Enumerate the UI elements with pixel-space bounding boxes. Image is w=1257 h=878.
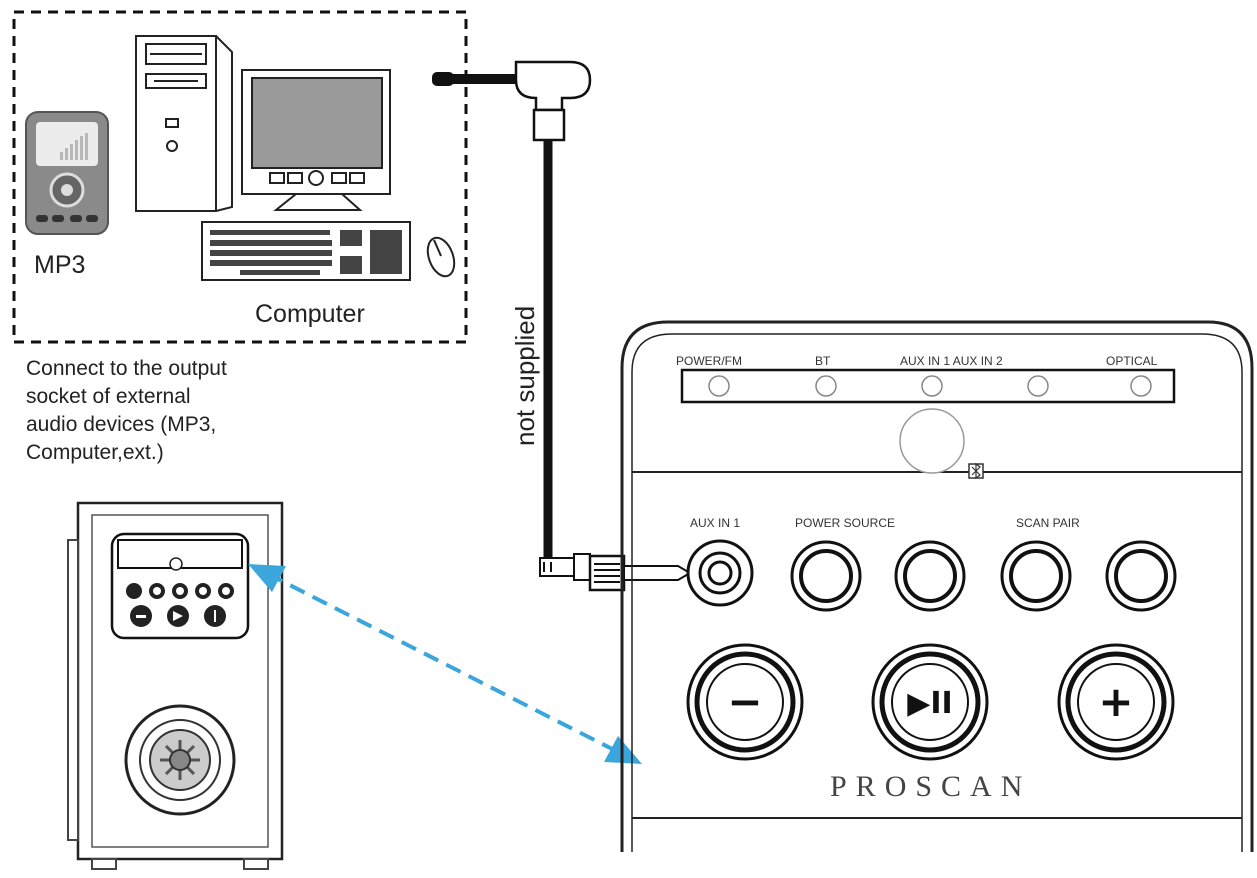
audio-jack-plug-top-icon — [432, 60, 592, 142]
ir-sensor — [899, 408, 965, 474]
connect-note-line-3: audio devices (MP3, — [26, 413, 216, 436]
indicator-label-power-fm: POWER/FM — [676, 354, 742, 368]
power-source-label: POWER SOURCE — [795, 516, 895, 530]
volume-up-button[interactable]: + — [1057, 643, 1175, 761]
connect-note-line-4: Computer,ext.) — [26, 441, 164, 464]
brand-logo: PROSCAN — [830, 770, 1031, 803]
pair-button[interactable] — [1105, 540, 1177, 612]
indicator-label-aux-in: AUX IN 1 AUX IN 2 — [900, 354, 1003, 368]
volume-up-glyph: + — [1098, 677, 1133, 726]
indicator-led-aux-in-1 — [921, 375, 943, 397]
connect-note-line-2: socket of external — [26, 385, 191, 408]
indicator-led-power-fm — [708, 375, 730, 397]
source-button[interactable] — [894, 540, 966, 612]
monitor-icon — [241, 69, 391, 211]
bluetooth-icon — [968, 462, 984, 480]
play-pause-button[interactable]: ▶II — [871, 643, 989, 761]
audio-jack-plug-bottom-icon — [539, 553, 692, 592]
mp3-player-icon — [25, 111, 109, 235]
woofer-icon — [124, 704, 236, 816]
scan-pair-label: SCAN PAIR — [1016, 516, 1080, 530]
power-button[interactable] — [790, 540, 862, 612]
indicator-label-optical: OPTICAL — [1106, 354, 1158, 368]
volume-down-button[interactable]: − — [686, 643, 804, 761]
mp3-label: MP3 — [34, 251, 85, 279]
indicator-led-aux-in-2 — [1027, 375, 1049, 397]
play-pause-glyph: ▶II — [907, 686, 952, 721]
keyboard-icon — [201, 221, 411, 281]
cable-label: not supplied — [510, 306, 540, 446]
aux-in-socket-label: AUX IN 1 — [690, 516, 740, 530]
volume-down-glyph: − — [727, 677, 762, 726]
computer-label: Computer — [255, 300, 365, 328]
indicator-label-bt: BT — [815, 354, 831, 368]
tower-pc-icon — [135, 35, 233, 212]
aux-in-socket[interactable] — [686, 539, 754, 607]
connection-arrow — [248, 564, 642, 764]
indicator-led-bt — [815, 375, 837, 397]
source-devices-box — [12, 10, 468, 344]
indicator-leds — [708, 375, 1152, 397]
audio-cable — [543, 140, 562, 571]
mouse-icon — [426, 236, 456, 278]
connect-note-line-1: Connect to the output — [26, 357, 227, 380]
indicator-led-optical — [1130, 375, 1152, 397]
scan-button[interactable] — [1000, 540, 1072, 612]
speaker-control-panel-icon — [110, 532, 250, 640]
